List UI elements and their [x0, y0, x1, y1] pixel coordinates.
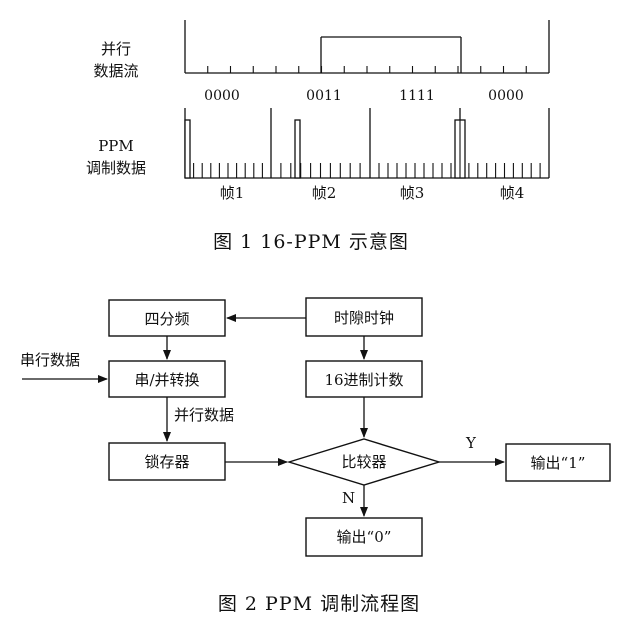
frame-label-3: 帧3 — [400, 184, 425, 202]
latch-box — [108, 442, 226, 481]
ppm-label-line1: PPM — [98, 137, 134, 155]
frame-label-4: 帧4 — [500, 184, 525, 202]
slot-ticks — [193, 163, 541, 178]
ppm-pulse-frame1 — [184, 119, 191, 179]
output-one-box — [505, 443, 611, 482]
bit-group-3: 1111 — [399, 88, 435, 104]
comparator-label: 比较器 — [341, 453, 386, 471]
sp-convert-box — [108, 360, 226, 398]
frame-label-1: 帧1 — [220, 184, 245, 202]
yes-label: Y — [465, 434, 477, 452]
sp-convert-label: 串/并转换 — [134, 371, 199, 389]
output-zero-label: 输出“0” — [337, 528, 392, 546]
slot-clock-label: 时隙时钟 — [334, 309, 394, 327]
slot-clock-box — [305, 297, 423, 337]
frame-label-2: 帧2 — [312, 184, 337, 202]
parallel-stream-label-line1: 并行 — [101, 40, 131, 58]
bit-group-1: 0000 — [204, 88, 240, 104]
divider-label: 四分频 — [144, 310, 189, 328]
figure1-caption: 图 1 16-PPM 示意图 — [213, 231, 409, 253]
output-zero-box — [305, 517, 423, 557]
counter-label: 16进制计数 — [324, 371, 403, 389]
no-label: N — [342, 489, 355, 507]
bit-ticks — [207, 66, 527, 73]
bit-group-2: 0011 — [306, 88, 342, 104]
serial-data-label: 串行数据 — [20, 351, 80, 369]
ppm-waveform — [184, 108, 550, 179]
parallel-stream-waveform — [184, 20, 550, 74]
parallel-stream-label-line2: 数据流 — [93, 62, 138, 80]
output-one-label: 输出“1” — [531, 454, 586, 472]
counter-box — [305, 360, 423, 398]
divider-box — [108, 299, 226, 337]
fig1-timing-diagram: 并行 数据流 PPM 调制数据 0000 0011 1111 0000 — [86, 20, 550, 253]
ppm-pulse-frame2 — [294, 119, 301, 179]
figure2-caption: 图 2 PPM 调制流程图 — [218, 593, 420, 615]
ppm-label-line2: 调制数据 — [86, 159, 146, 177]
fig2-flowchart: 四分频 时隙时钟 串/并转换 16进制计数 锁存器 比较器 输出“1” 输出“0… — [20, 297, 611, 615]
bit-group-4: 0000 — [488, 88, 524, 104]
latch-label: 锁存器 — [144, 453, 189, 471]
parallel-data-label: 并行数据 — [174, 406, 234, 424]
